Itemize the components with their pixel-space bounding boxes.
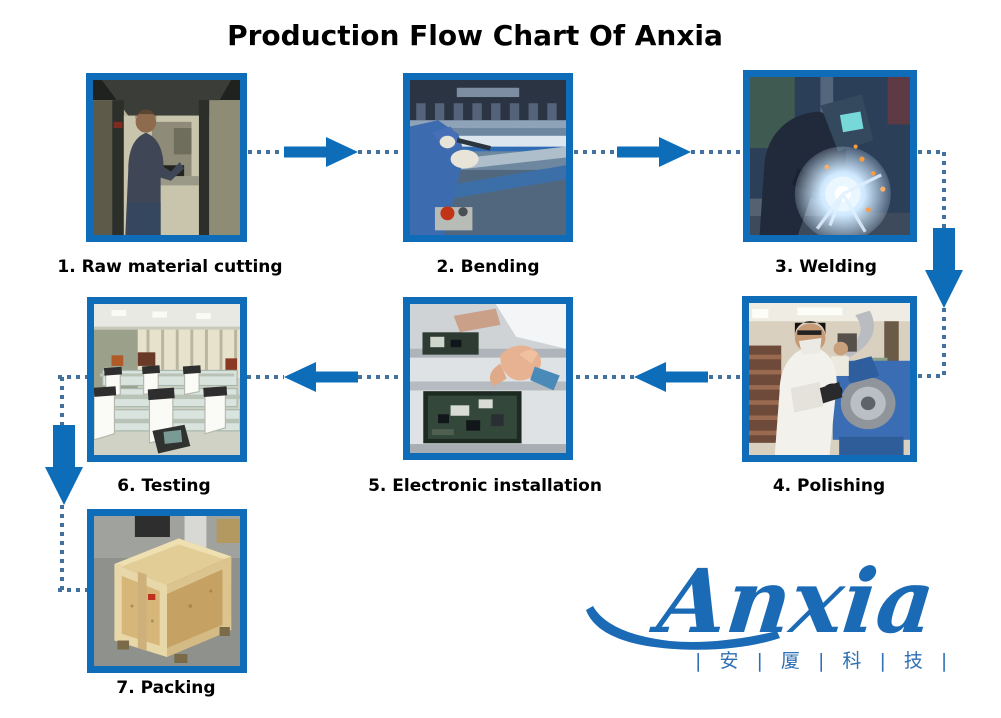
dotted-connector bbox=[248, 150, 284, 154]
step-label-packing: 7. Packing bbox=[116, 678, 216, 698]
step-photo-frame-raw-material-cutting bbox=[86, 73, 247, 242]
step-label-raw-material-cutting: 1. Raw material cutting bbox=[57, 257, 283, 277]
arrow-left-icon bbox=[634, 362, 708, 392]
step-photo-frame-bending bbox=[403, 73, 573, 242]
page-title: Production Flow Chart Of Anxia bbox=[227, 19, 723, 52]
logo-tagline: | 安 | 厦 | 科 | 技 | bbox=[695, 650, 954, 672]
dotted-connector bbox=[58, 375, 87, 379]
dotted-connector bbox=[576, 375, 634, 379]
polishing-photo bbox=[749, 303, 910, 455]
dotted-connector bbox=[709, 375, 742, 379]
step-label-bending: 2. Bending bbox=[436, 257, 540, 277]
dotted-connector bbox=[358, 150, 403, 154]
step-photo-frame-polishing bbox=[742, 296, 917, 462]
step-photo-frame-electronic-installation bbox=[403, 297, 573, 460]
dotted-connector bbox=[942, 152, 946, 229]
dotted-connector bbox=[691, 150, 743, 154]
anxia-logo: Anxia bbox=[580, 552, 945, 664]
step-label-welding: 3. Welding bbox=[775, 257, 877, 277]
dotted-connector bbox=[60, 377, 64, 427]
testing-photo bbox=[94, 304, 240, 455]
dotted-connector bbox=[247, 375, 284, 379]
packing-photo bbox=[94, 516, 240, 666]
step-photo-frame-packing bbox=[87, 509, 247, 673]
step-label-testing: 6. Testing bbox=[117, 476, 211, 496]
dotted-connector bbox=[574, 150, 617, 154]
bending-photo bbox=[410, 80, 566, 235]
dotted-connector bbox=[918, 150, 944, 154]
step-label-polishing: 4. Polishing bbox=[772, 476, 886, 496]
arrow-right-icon bbox=[284, 137, 358, 167]
dotted-connector bbox=[942, 308, 946, 376]
arrow-left-icon bbox=[284, 362, 358, 392]
dotted-connector bbox=[60, 505, 64, 590]
arrow-down-icon bbox=[925, 228, 963, 308]
welding-photo bbox=[750, 77, 910, 235]
dotted-connector bbox=[358, 375, 403, 379]
logo-swoosh bbox=[586, 606, 780, 650]
electronic-installation-photo bbox=[410, 304, 566, 453]
dotted-connector bbox=[918, 374, 944, 378]
step-photo-frame-welding bbox=[743, 70, 917, 242]
step-label-electronic-installation: 5. Electronic installation bbox=[368, 476, 602, 496]
step-photo-frame-testing bbox=[87, 297, 247, 462]
arrow-down-icon bbox=[45, 425, 83, 505]
raw-material-cutting-photo bbox=[93, 80, 240, 235]
dotted-connector bbox=[58, 588, 87, 592]
logo-wordmark: Anxia bbox=[646, 552, 939, 653]
arrow-right-icon bbox=[617, 137, 691, 167]
